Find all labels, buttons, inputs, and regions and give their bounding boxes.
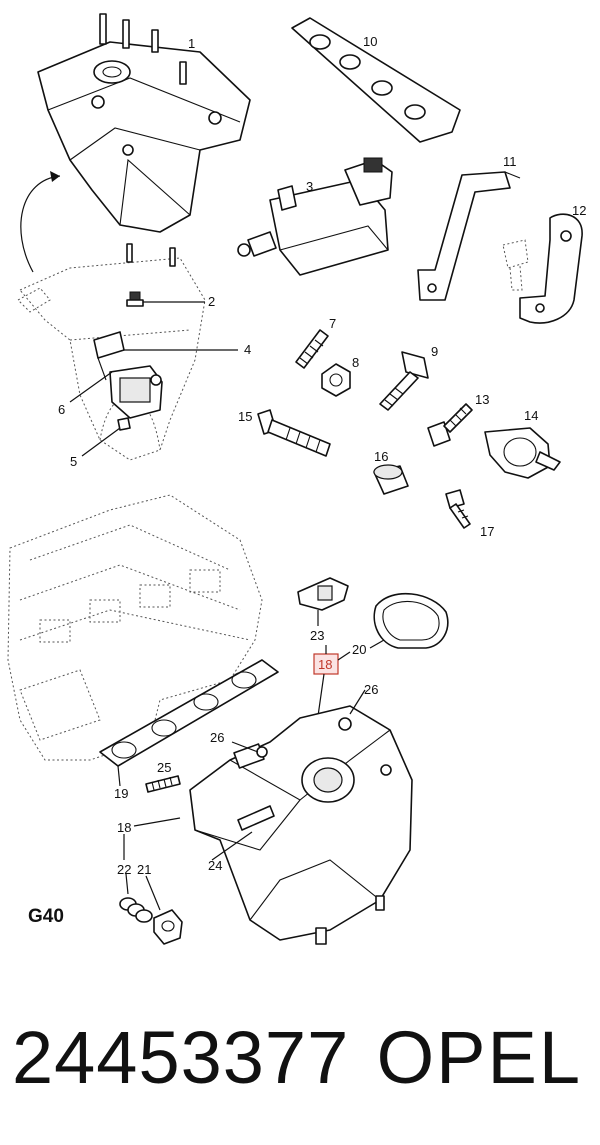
part-footer: 24453377 OPEL [12, 1008, 592, 1108]
part-number: 24453377 [12, 1016, 350, 1099]
callout-18: 18 [117, 820, 131, 835]
callout-7: 7 [329, 316, 336, 331]
reference-arrow [20, 175, 61, 273]
callout-26-top: 26 [364, 682, 378, 697]
stud-7 [295, 329, 329, 369]
callout-16: 16 [374, 449, 388, 464]
callout-10: 10 [363, 34, 377, 49]
callout-6: 6 [58, 402, 65, 417]
callout-4: 4 [244, 342, 251, 357]
bolt-17 [445, 489, 471, 529]
callout-2: 2 [208, 294, 215, 309]
stud-25 [145, 775, 181, 793]
exploded-parts-diagram: 1 2 4 6 5 10 [7, 13, 586, 945]
callout-19: 19 [114, 786, 128, 801]
lower-manifold-section [17, 243, 206, 461]
variant-label: G40 [28, 906, 64, 927]
bolt-15 [257, 409, 331, 457]
spring-22 [119, 897, 153, 923]
callout-20: 20 [352, 642, 366, 657]
callout-5: 5 [70, 454, 77, 469]
callout-23: 23 [310, 628, 324, 643]
nut-8 [321, 363, 351, 397]
sensor-2 [126, 291, 144, 307]
gasket-19 [99, 659, 279, 767]
lower-intake-manifold-24 [189, 705, 413, 945]
bracket-12 [502, 213, 583, 324]
callout-9: 9 [431, 344, 438, 359]
callout-14: 14 [524, 408, 538, 423]
grommet-16 [373, 464, 409, 495]
sensor-23 [297, 577, 349, 611]
callout-22: 22 [117, 862, 131, 877]
callout-1: 1 [188, 36, 195, 51]
brand-name: OPEL [376, 1016, 582, 1099]
gasket-10 [291, 17, 461, 143]
callout-15: 15 [238, 409, 252, 424]
solenoid-valve-3 [237, 157, 393, 276]
callout-26-left: 26 [210, 730, 224, 745]
callout-21: 21 [137, 862, 151, 877]
clip-5 [117, 417, 131, 431]
callout-11: 11 [503, 154, 517, 169]
valve-6 [109, 365, 163, 419]
callout-18-highlighted: 18 [318, 657, 332, 672]
engine-block-ghost [7, 494, 263, 761]
bolt-9 [379, 351, 429, 411]
callout-24: 24 [208, 858, 222, 873]
bolt-13 [427, 403, 473, 447]
bracket-11 [417, 171, 521, 301]
callout-25: 25 [157, 760, 171, 775]
callout-8: 8 [352, 355, 359, 370]
callout-17: 17 [480, 524, 494, 539]
clamp-14 [484, 427, 561, 479]
callout-3: 3 [306, 179, 313, 194]
callout-13: 13 [475, 392, 489, 407]
upper-intake-manifold [37, 13, 251, 233]
nut-21 [153, 909, 183, 945]
callout-12: 12 [572, 203, 586, 218]
gasket-20 [373, 592, 449, 649]
